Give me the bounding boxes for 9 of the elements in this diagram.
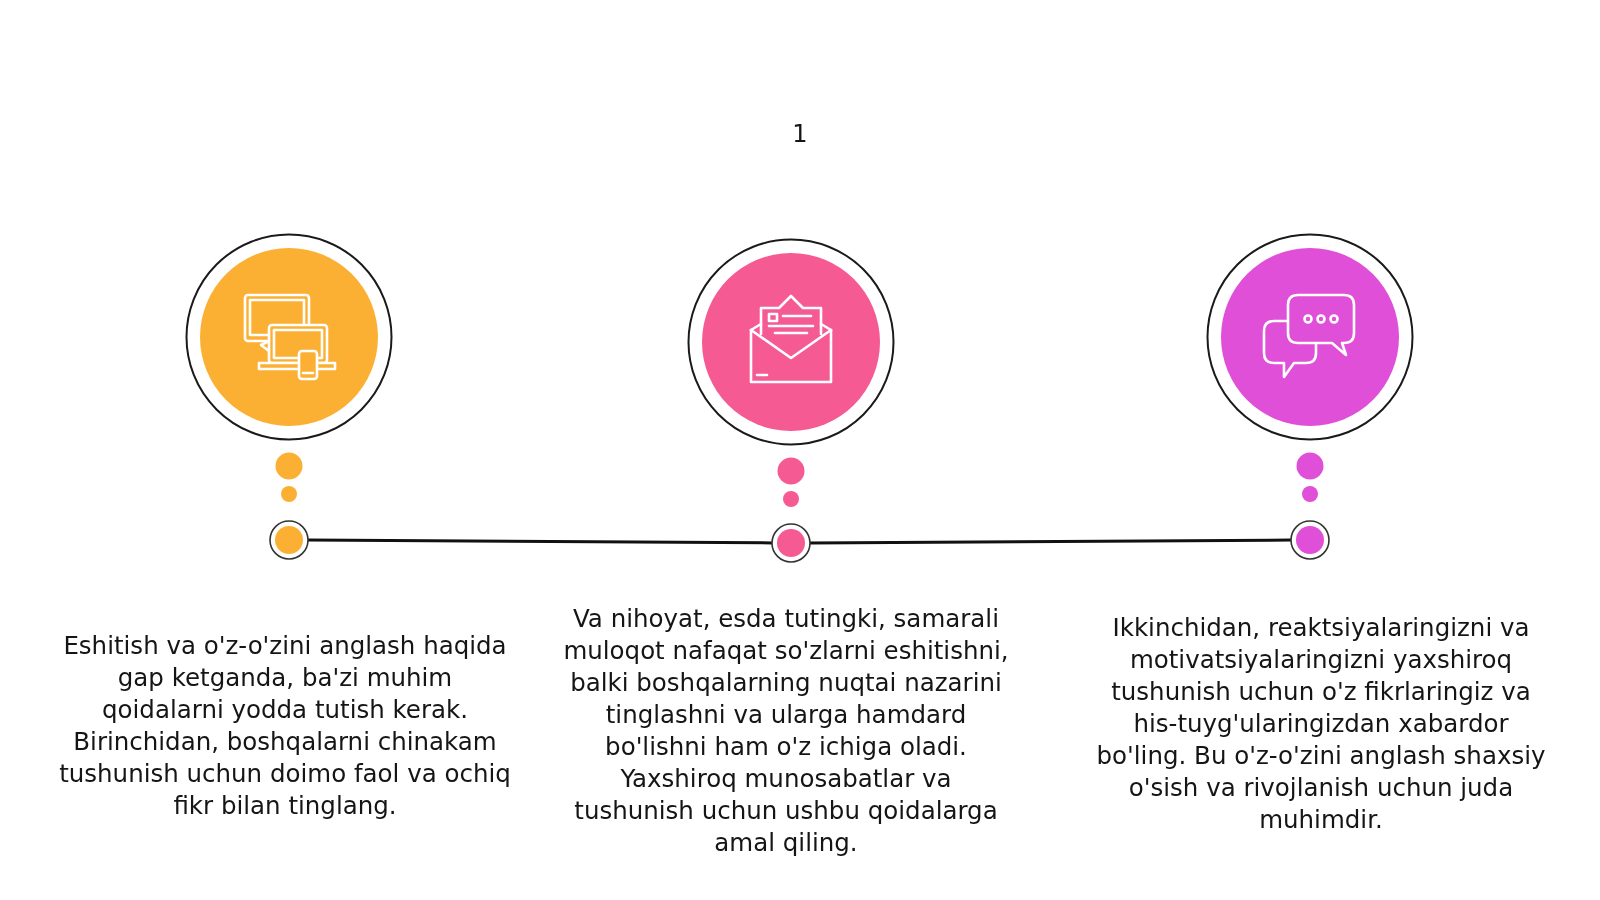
description-text: Ikkinchidan, reaktsiyalaringizni va motivatsiyalaringizni yaxshiroq tushunish uchun o'z fikrlaringiz va his-tuyg'ularingizdan xabardor bo'ling. Bu o'z-o'zini anglash shaxsiy o'sish va rivojlanish uchun juda muhimdir. [1095, 612, 1547, 836]
timeline-marker [771, 523, 811, 563]
timeline-line [308, 538, 772, 545]
description-text: Va nihoyat, esda tutingki, samarali muloqot nafaqat so'zlarni eshitishni, balki boshqalarning nuqtai nazarini tinglashni va ularga hamdard bo'lishni ham o'z ichiga oladi. Yaxshiroq munosabatlar va tushunish uchun ushbu qoidalarga amal qiling. [562, 603, 1010, 859]
timeline-marker [269, 520, 309, 560]
title-text: 1 [792, 119, 808, 150]
timeline-line [810, 538, 1291, 545]
timeline-marker [1290, 520, 1330, 560]
description-text: Eshitish va o'z-o'zini anglash haqida gap ketganda, ba'zi muhim qoidalarni yodda tutish kerak. Birinchidan, boshqalarni chinakam tushunish uchun doimo faol va ochiq fikr bilan tinglang. [58, 630, 512, 822]
